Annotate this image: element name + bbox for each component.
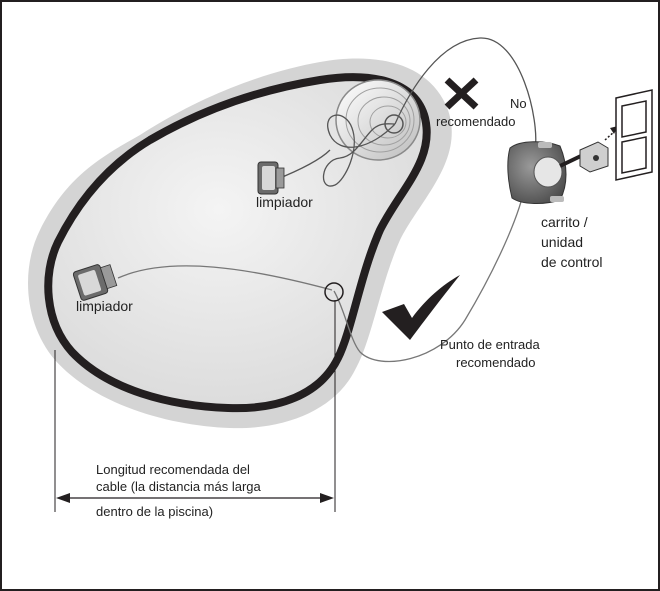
cable-recommended-exit [333, 184, 526, 363]
entry-point-circle [324, 282, 344, 302]
label-cable-length-1: Longitud recomendada del [96, 462, 250, 477]
cleaner-icon [257, 161, 285, 195]
dimension-arrowhead-left [56, 493, 70, 503]
cable-tangle [322, 114, 396, 187]
dimension-arrowhead-right [320, 493, 334, 503]
cleaner-icon [72, 264, 118, 301]
power-outlet-icon [615, 89, 653, 181]
check-mark-icon [382, 275, 460, 340]
label-cart-3: de control [541, 254, 603, 270]
label-cable-length-3: dentro de la piscina) [96, 504, 214, 519]
label-not-recommended-1: No [510, 96, 527, 111]
control-cart-icon [507, 141, 567, 204]
cable-not-recommended [394, 37, 537, 151]
label-not-recommended-2: recomendado [436, 114, 516, 129]
label-cleaner-left: limpiador [76, 298, 133, 314]
main-drain-icon [335, 79, 421, 161]
label-cart-1: carrito / [541, 214, 588, 230]
cable-recommended [117, 265, 333, 291]
label-cable-length-2: cable (la distancia más larga [96, 479, 261, 494]
pool-outline [44, 73, 431, 413]
label-cleaner-top: limpiador [256, 194, 313, 210]
label-entry-point-1: Punto de entrada [440, 337, 540, 352]
plug-icon [559, 126, 618, 173]
label-entry-point-2: recomendado [456, 355, 536, 370]
x-mark-icon [444, 77, 479, 110]
label-cart-2: unidad [541, 234, 584, 250]
